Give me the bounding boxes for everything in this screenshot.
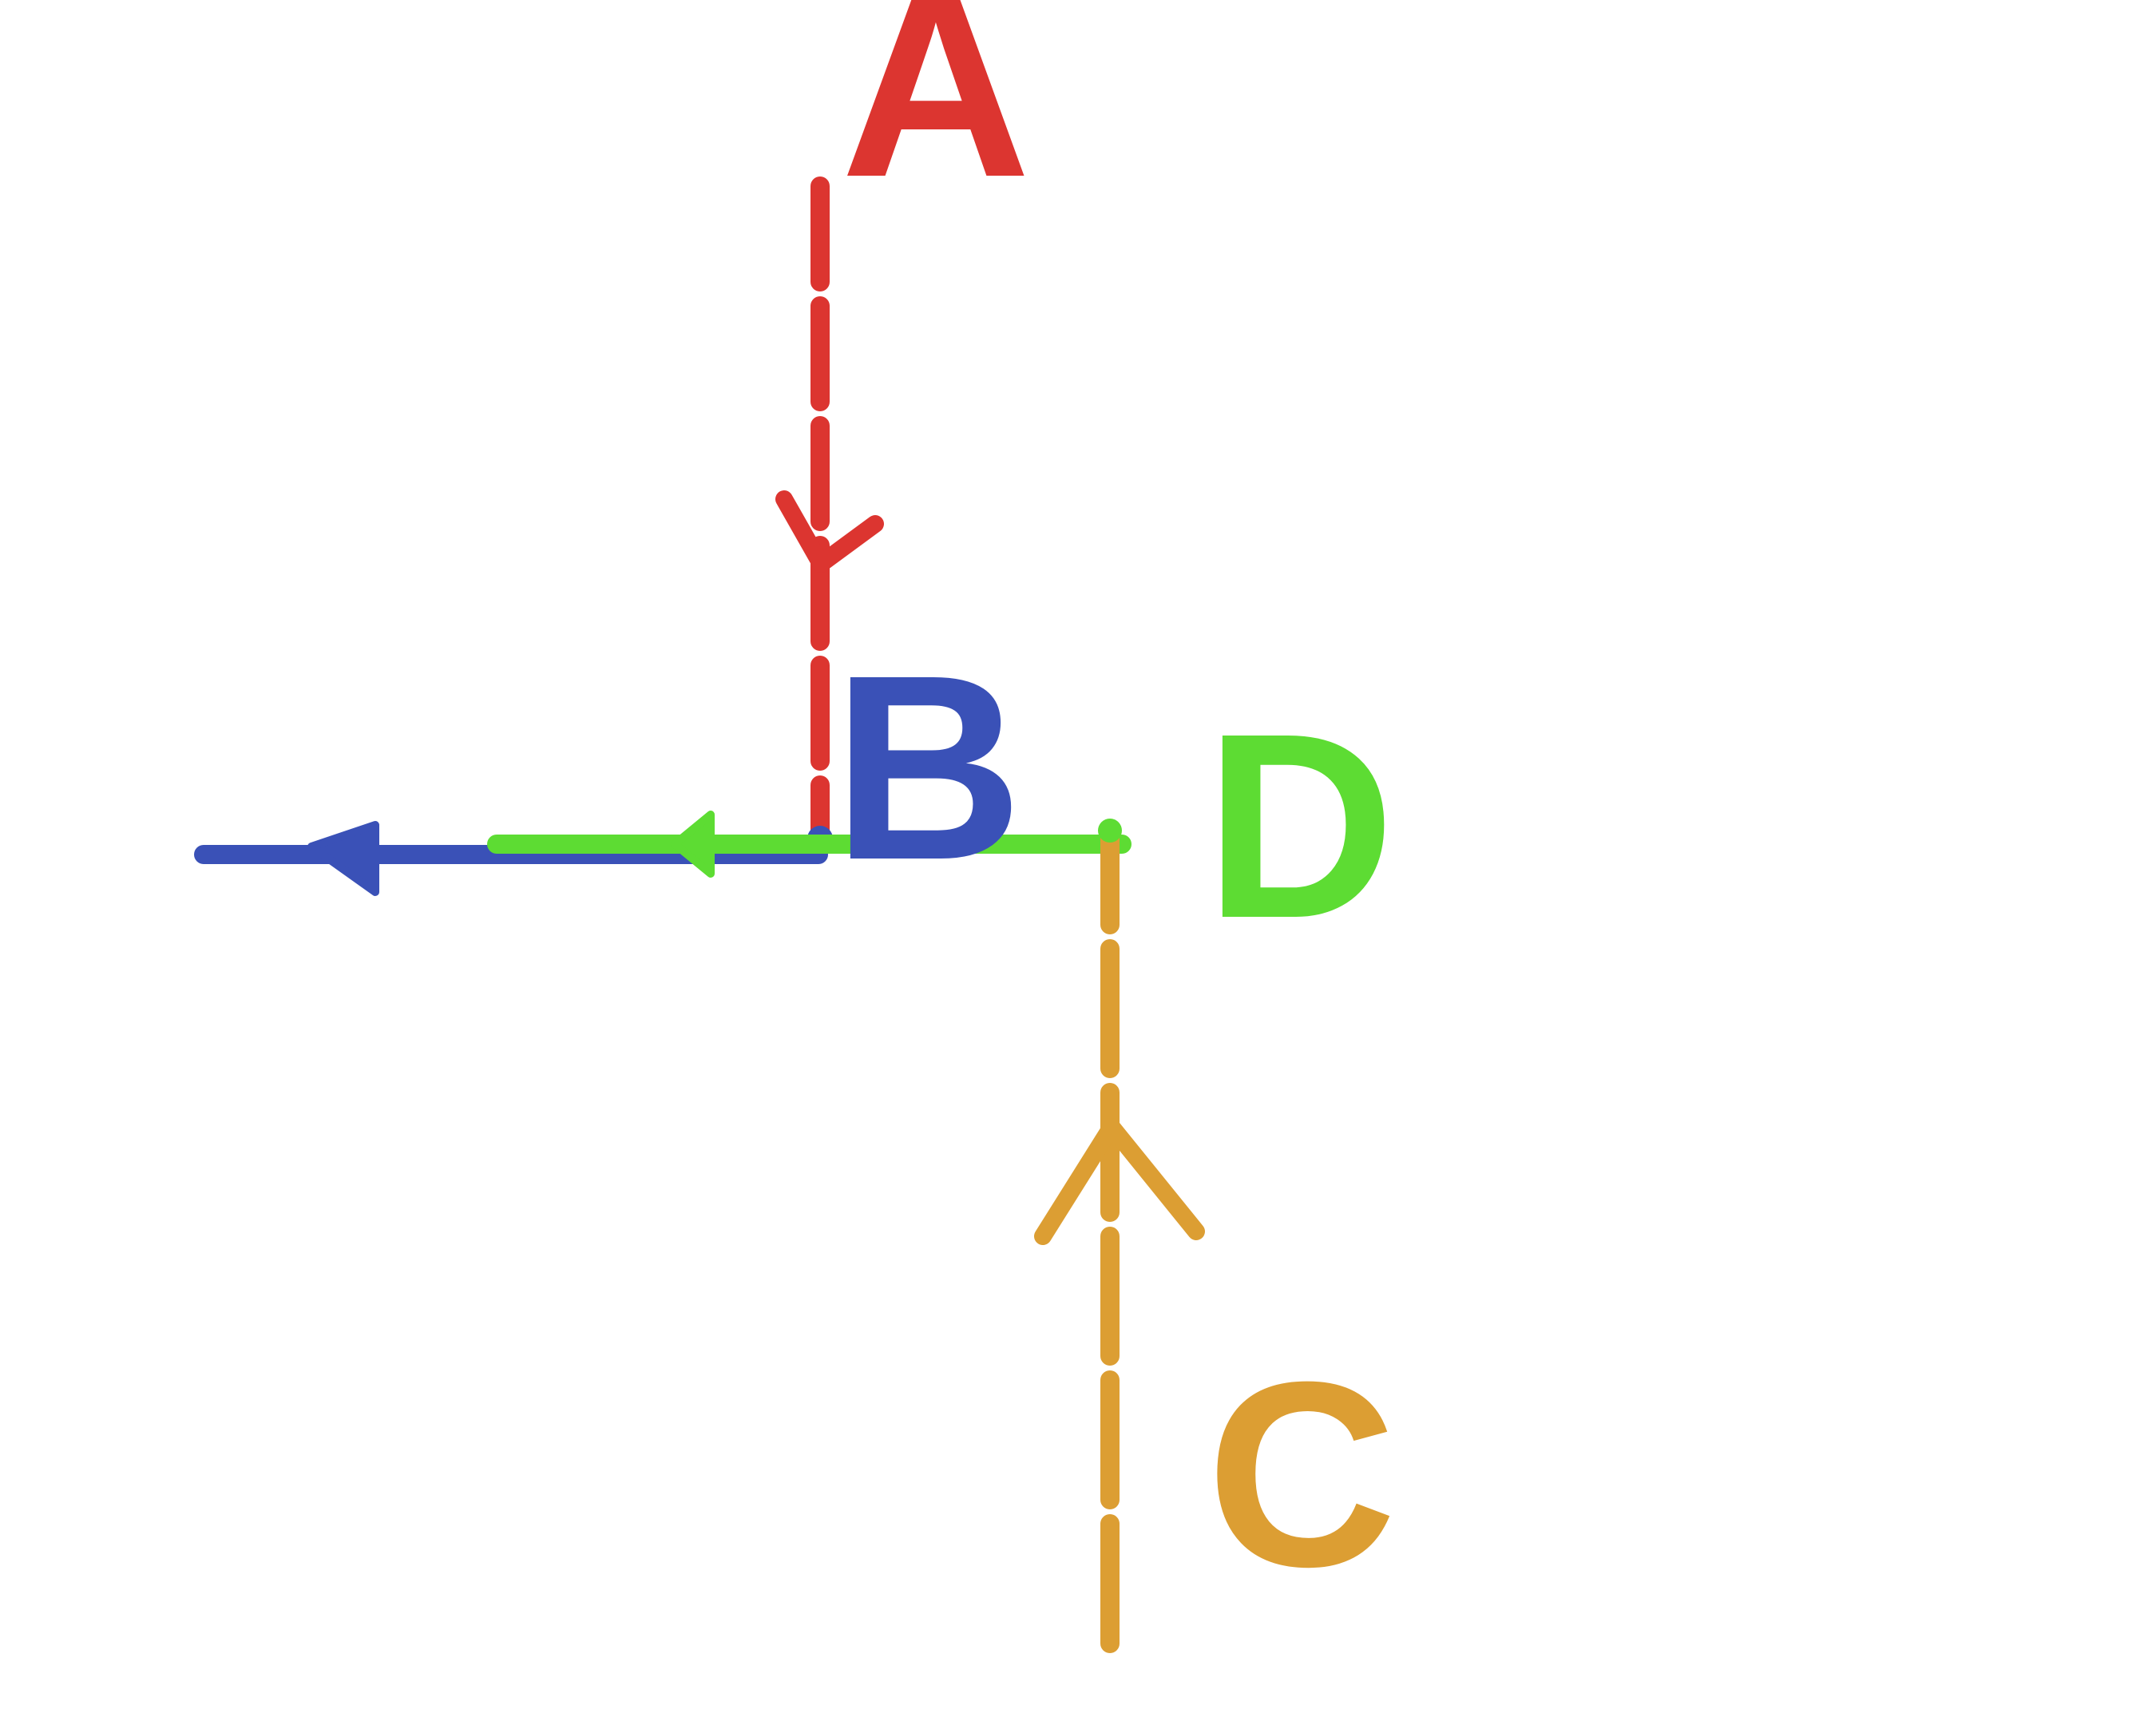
path-c (1034, 819, 1205, 1653)
path-c-arrow-up-icon (1034, 1118, 1205, 1245)
path-a (775, 176, 884, 840)
label-a: A (841, 0, 1031, 232)
label-d: D (1205, 678, 1395, 973)
label-b: B (833, 620, 1023, 914)
label-c: C (1207, 1326, 1397, 1621)
path-b-arrow-left-icon (307, 821, 379, 896)
path-d-arrow-left-icon (671, 811, 715, 878)
path-a-arrow-down-icon (775, 490, 884, 573)
path-d-start-dot (1098, 819, 1122, 843)
path-d (487, 811, 1132, 878)
